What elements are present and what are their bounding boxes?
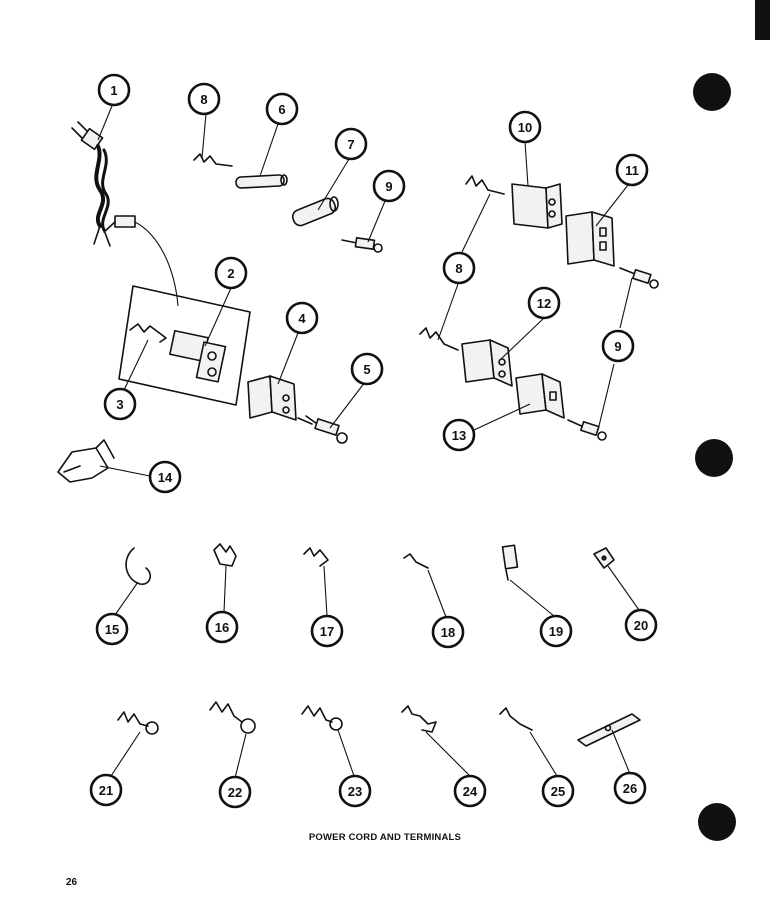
callout-9-right: 9 <box>601 329 635 363</box>
connector-housing-4 <box>247 375 297 421</box>
binder-hole-top <box>693 73 731 111</box>
connector-kit-inset <box>118 285 251 406</box>
svg-text:22: 22 <box>228 785 242 800</box>
svg-text:20: 20 <box>634 618 648 633</box>
terminal-19 <box>501 544 519 581</box>
svg-text:11: 11 <box>625 163 639 178</box>
svg-text:9: 9 <box>614 339 621 354</box>
svg-text:12: 12 <box>537 296 551 311</box>
svg-text:19: 19 <box>549 624 563 639</box>
svg-text:5: 5 <box>363 362 370 377</box>
scan-edge-mark <box>755 0 770 40</box>
callout-1: 1 <box>97 73 131 107</box>
svg-text:7: 7 <box>347 137 354 152</box>
callout-22: 22 <box>218 775 252 809</box>
svg-text:26: 26 <box>623 781 637 796</box>
callout-17: 17 <box>310 614 344 648</box>
callout-19: 19 <box>539 614 573 648</box>
ring-terminal-23 <box>301 705 343 731</box>
svg-text:16: 16 <box>215 620 229 635</box>
svg-text:18: 18 <box>441 625 455 640</box>
svg-text:8: 8 <box>200 92 207 107</box>
wire-tie-15 <box>125 547 152 585</box>
svg-text:8: 8 <box>455 261 462 276</box>
callout-14: 14 <box>148 460 182 494</box>
svg-text:1: 1 <box>110 83 117 98</box>
svg-text:14: 14 <box>158 470 173 485</box>
insulating-sleeve-6 <box>235 174 288 189</box>
svg-text:23: 23 <box>348 784 362 799</box>
callout-6: 6 <box>265 92 299 126</box>
callout-16: 16 <box>205 610 239 644</box>
callout-20: 20 <box>624 608 658 642</box>
svg-text:24: 24 <box>463 784 478 799</box>
callout-15: 15 <box>95 612 129 646</box>
svg-text:17: 17 <box>320 624 334 639</box>
terminal-8-upper <box>193 153 233 167</box>
terminal-5 <box>297 415 348 444</box>
callout-18: 18 <box>431 615 465 649</box>
ring-terminal-22 <box>209 701 256 734</box>
callout-12: 12 <box>527 286 561 320</box>
ring-terminal-21 <box>117 711 159 735</box>
terminal-17 <box>303 547 329 567</box>
terminal-24 <box>401 705 437 733</box>
terminal-9-right-lower <box>567 419 607 441</box>
callout-3: 3 <box>103 387 137 421</box>
svg-text:6: 6 <box>278 102 285 117</box>
svg-text:10: 10 <box>518 120 532 135</box>
callout-2: 2 <box>214 256 248 290</box>
terminal-8-right-lower <box>419 327 459 351</box>
callout-8-right: 8 <box>442 251 476 285</box>
svg-text:9: 9 <box>385 179 392 194</box>
binder-hole-bottom <box>698 803 736 841</box>
terminal-9-right-upper <box>619 267 659 289</box>
callout-10: 10 <box>508 110 542 144</box>
svg-text:21: 21 <box>99 783 113 798</box>
callout-24: 24 <box>453 774 487 808</box>
page-number: 26 <box>66 877 78 888</box>
leader-lines <box>97 105 640 779</box>
callout-5: 5 <box>350 352 384 386</box>
svg-text:25: 25 <box>551 784 565 799</box>
callout-8: 8 <box>187 82 221 116</box>
figure-caption: POWER CORD AND TERMINALS <box>308 832 462 843</box>
svg-text:4: 4 <box>298 311 306 326</box>
callout-13: 13 <box>442 418 476 452</box>
connector-housing-11 <box>565 211 615 267</box>
callout-25: 25 <box>541 774 575 808</box>
connector-housing-10 <box>511 183 563 229</box>
svg-text:15: 15 <box>105 622 119 637</box>
binder-hole-middle <box>695 439 733 477</box>
terminal-18 <box>403 553 429 569</box>
terminal-8-right-upper <box>465 175 505 195</box>
connector-housing-13 <box>515 373 565 419</box>
terminal-strip-26 <box>577 713 641 747</box>
power-cord <box>71 121 179 307</box>
terminal-16 <box>213 543 237 567</box>
callout-4: 4 <box>285 301 319 335</box>
callout-26: 26 <box>613 771 647 805</box>
svg-text:3: 3 <box>116 397 123 412</box>
callout-21: 21 <box>89 773 123 807</box>
connector-housing-12 <box>461 339 513 387</box>
cord-clamp-14 <box>57 439 115 483</box>
insulating-sleeve-7 <box>291 196 339 227</box>
terminal-9-upper <box>341 236 383 253</box>
svg-text:2: 2 <box>227 266 234 281</box>
terminal-20 <box>593 547 615 569</box>
callout-11: 11 <box>615 153 649 187</box>
svg-text:13: 13 <box>452 428 466 443</box>
callout-23: 23 <box>338 774 372 808</box>
callout-9: 9 <box>372 169 406 203</box>
terminal-25 <box>499 707 533 731</box>
callout-7: 7 <box>334 127 368 161</box>
